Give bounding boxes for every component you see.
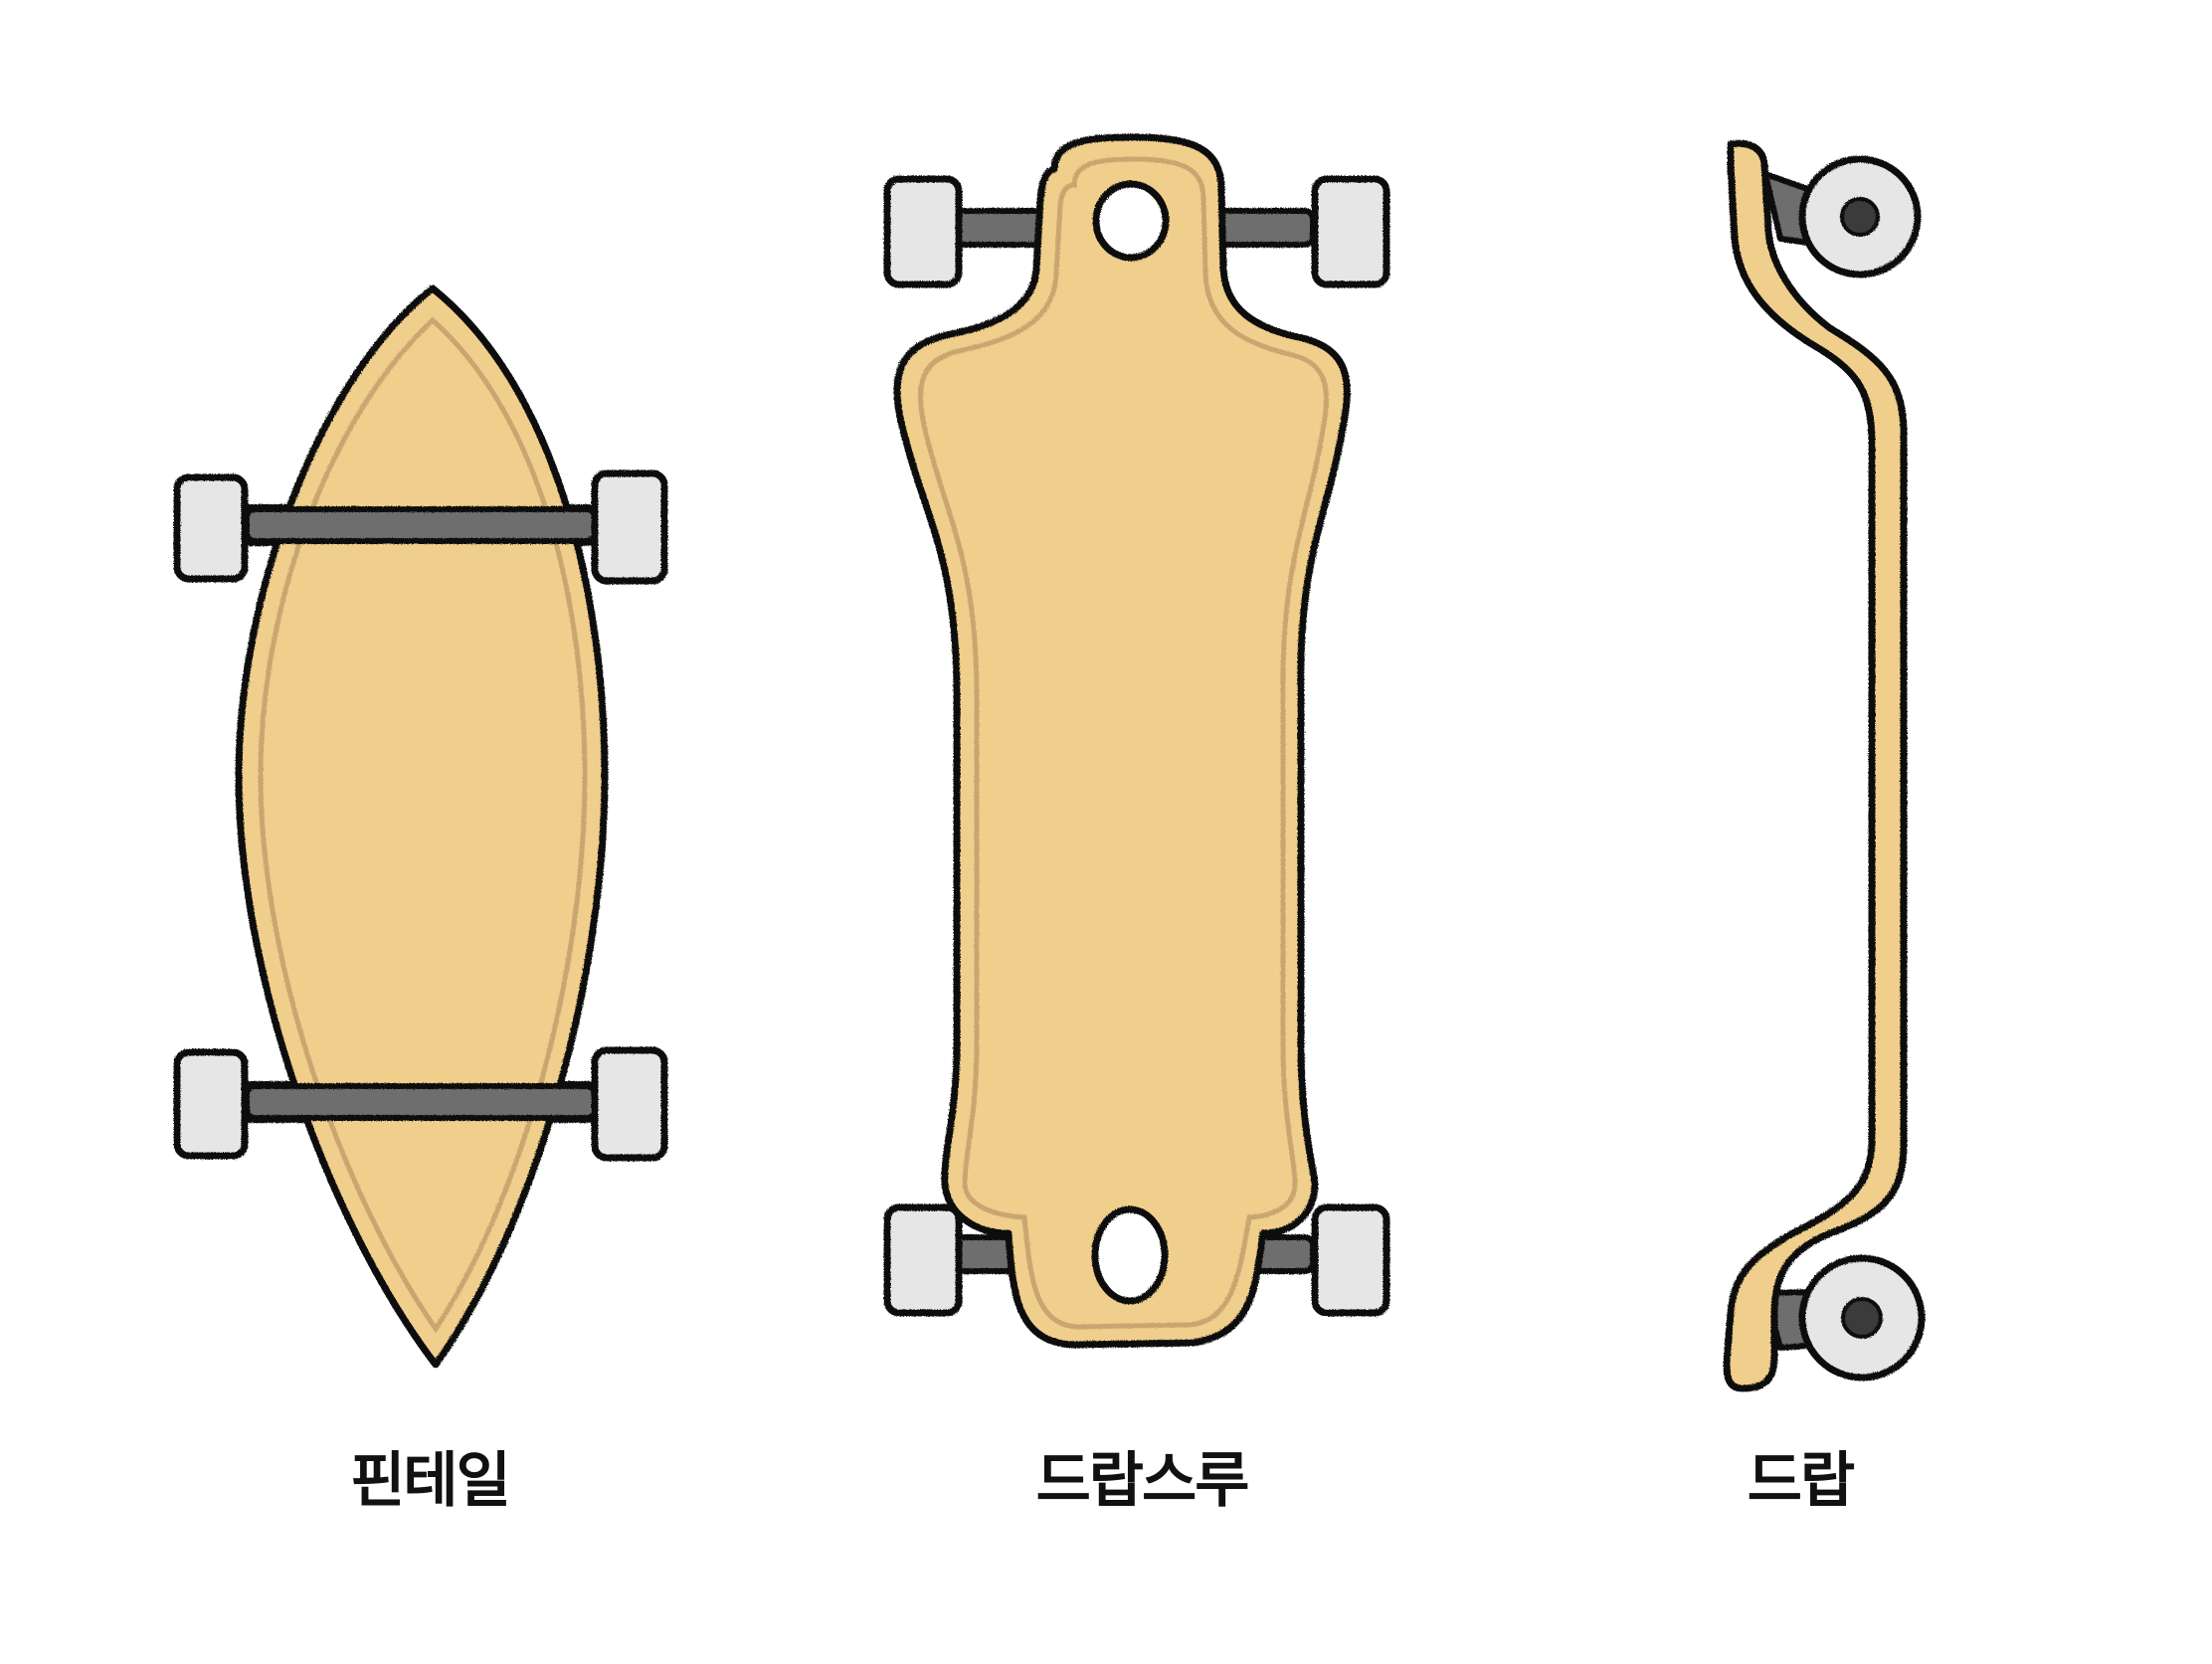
pintail-board-icon	[173, 284, 668, 1369]
pintail-deck	[235, 284, 609, 1369]
drop-through-rear-mount-hole	[1091, 1205, 1169, 1305]
drop-through-label: 드랍스루	[1035, 1446, 1250, 1516]
drop-deck-side	[1723, 139, 1908, 1392]
pintail-label: 핀테일	[350, 1446, 511, 1516]
drop-board-icon	[1723, 139, 1926, 1392]
drop-through-board-icon	[883, 133, 1390, 1349]
drop-rear-truck	[1762, 1254, 1926, 1382]
drop-through-deck	[893, 133, 1351, 1349]
drop-through-front-mount-hole	[1092, 180, 1170, 262]
drop-front-truck	[1762, 155, 1922, 278]
drop-label: 드랍	[1747, 1446, 1855, 1516]
